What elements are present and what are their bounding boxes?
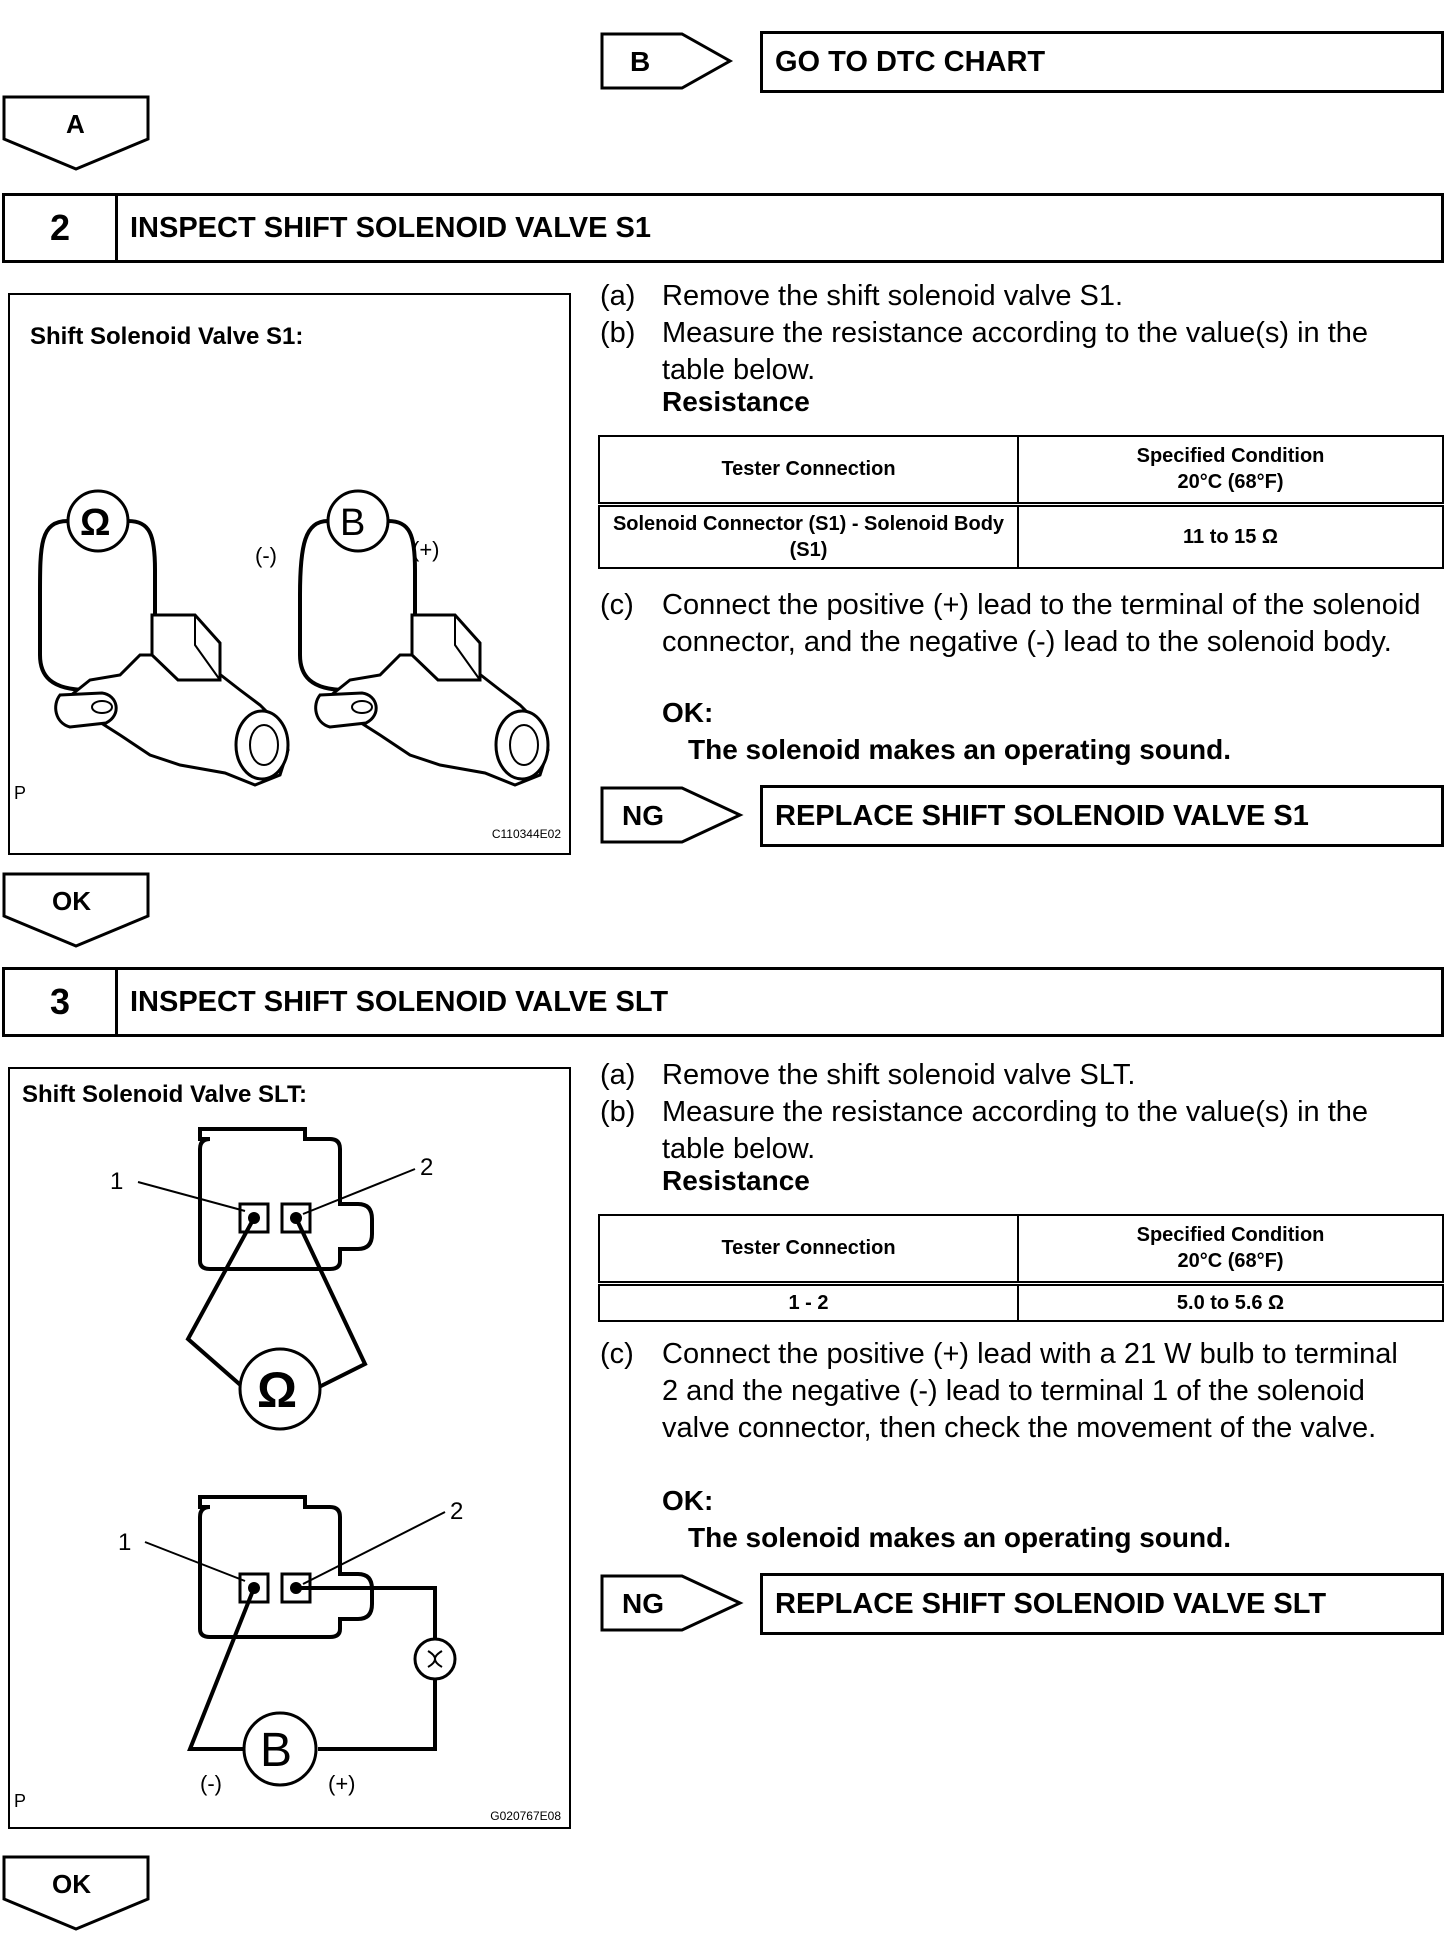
- branch-a-label: A: [66, 109, 85, 139]
- figure-s1: Shift Solenoid Valve S1: Ω (-) (+) B: [8, 293, 571, 855]
- step-2-title: INSPECT SHIFT SOLENOID VALVE S1: [130, 211, 651, 244]
- figure-slt-code: G020767E08: [490, 1809, 561, 1823]
- table-header-tester-connection: Tester Connection: [598, 435, 1019, 507]
- table-header-specified-condition: Specified Condition 20°C (68°F): [1017, 1214, 1444, 1286]
- ok-arrow-2[interactable]: OK: [2, 1855, 152, 1935]
- step-3-ng-arrow[interactable]: NG: [600, 1572, 760, 1634]
- table-cell-spec: 11 to 15 Ω: [1017, 503, 1444, 569]
- slt-neg-label: (-): [200, 1771, 222, 1796]
- replace-solenoid-s1-text: REPLACE SHIFT SOLENOID VALVE S1: [775, 799, 1309, 832]
- step-2-ok-label: OK:: [662, 697, 714, 728]
- replace-solenoid-s1-link[interactable]: REPLACE SHIFT SOLENOID VALVE S1: [760, 785, 1444, 847]
- table-cell-spec: 5.0 to 5.6 Ω: [1017, 1282, 1444, 1322]
- table-cell-connection: Solenoid Connector (S1) - Solenoid Body …: [598, 503, 1019, 569]
- slt-battery-symbol: B: [260, 1724, 292, 1777]
- upper-terminal-2-label: 2: [420, 1154, 433, 1181]
- solenoid-body-right: [314, 613, 550, 787]
- step-2-header: 2 INSPECT SHIFT SOLENOID VALVE S1: [2, 193, 1444, 263]
- solenoid-s1-illustration: Ω (-) (+) B: [38, 489, 550, 787]
- lower-terminal-1-label: 1: [118, 1529, 131, 1556]
- ok-arrow-1[interactable]: OK: [2, 872, 152, 952]
- step-2-b: (b) Measure the resistance according to …: [600, 317, 1369, 386]
- go-to-dtc-chart-text: GO TO DTC CHART: [775, 45, 1046, 78]
- figure-s1-code: C110344E02: [491, 827, 561, 841]
- step-3-resistance-table: Tester Connection Specified Condition 20…: [598, 1214, 1444, 1322]
- ok-arrow-2-label: OK: [52, 1869, 91, 1899]
- table-header-specified-condition: Specified Condition 20°C (68°F): [1017, 435, 1444, 507]
- step-3-number: 3: [5, 970, 118, 1034]
- figure-s1-title: Shift Solenoid Valve S1:: [30, 323, 304, 350]
- branch-b-arrow[interactable]: B: [600, 30, 760, 92]
- figure-s1-p-mark: P: [14, 783, 27, 803]
- step-2-resistance-heading: Resistance: [662, 386, 810, 417]
- figure-slt-p-mark: P: [14, 1791, 27, 1811]
- step-3-c: (c) Connect the positive (+) lead with a…: [600, 1338, 1398, 1444]
- slt-ohmmeter-icon: [238, 1347, 322, 1431]
- slt-pos-label: (+): [328, 1771, 356, 1796]
- step-3-ok-text: The solenoid makes an operating sound.: [688, 1522, 1231, 1553]
- step-3-b: (b) Measure the resistance according to …: [600, 1096, 1369, 1165]
- figure-slt-title: Shift Solenoid Valve SLT:: [22, 1081, 307, 1108]
- step-3-header: 3 INSPECT SHIFT SOLENOID VALVE SLT: [2, 967, 1444, 1037]
- step-2-a: (a) Remove the shift solenoid valve S1.: [600, 280, 1124, 312]
- table-cell-connection: 1 - 2: [598, 1282, 1019, 1322]
- slt-ohm-symbol: Ω: [257, 1362, 297, 1418]
- step-2-resistance-table: Tester Connection Specified Condition 20…: [598, 435, 1444, 569]
- table-header-tester-connection: Tester Connection: [598, 1214, 1019, 1286]
- step-3-resistance-heading: Resistance: [662, 1165, 810, 1196]
- step-2-ng-arrow[interactable]: NG: [600, 784, 760, 846]
- branch-a-arrow[interactable]: A: [2, 95, 152, 175]
- upper-terminal-1-label: 1: [110, 1168, 123, 1195]
- step-3-ok-label: OK:: [662, 1485, 714, 1516]
- connector-upper: [198, 1127, 374, 1271]
- ok-arrow-1-label: OK: [52, 886, 91, 916]
- replace-solenoid-slt-link[interactable]: REPLACE SHIFT SOLENOID VALVE SLT: [760, 1573, 1444, 1635]
- solenoid-body-left: [54, 613, 290, 787]
- branch-b-label: B: [630, 46, 650, 77]
- slt-battery-icon: [242, 1711, 318, 1787]
- s1-neg-label: (-): [255, 543, 277, 568]
- lower-terminal-2-label: 2: [450, 1498, 463, 1525]
- step-2-ok-text: The solenoid makes an operating sound.: [688, 734, 1231, 765]
- solenoid-slt-illustration: 1 2 Ω 1 2 B (-) (+): [110, 1127, 463, 1796]
- step-2-ng-label: NG: [622, 800, 664, 831]
- go-to-dtc-chart-link[interactable]: GO TO DTC CHART: [760, 31, 1444, 93]
- connector-lower: [198, 1495, 374, 1639]
- step-3-ng-label: NG: [622, 1588, 664, 1619]
- step-2-c: (c) Connect the positive (+) lead to the…: [600, 589, 1421, 658]
- ohm-symbol: Ω: [80, 502, 110, 544]
- step-2-number: 2: [5, 196, 118, 260]
- figure-slt: Shift Solenoid Valve SLT: 1 2 Ω 1 2: [8, 1067, 571, 1829]
- step-3-title: INSPECT SHIFT SOLENOID VALVE SLT: [130, 985, 669, 1018]
- battery-symbol: B: [340, 502, 365, 544]
- step-3-a: (a) Remove the shift solenoid valve SLT.: [600, 1059, 1136, 1091]
- replace-solenoid-slt-text: REPLACE SHIFT SOLENOID VALVE SLT: [775, 1587, 1327, 1620]
